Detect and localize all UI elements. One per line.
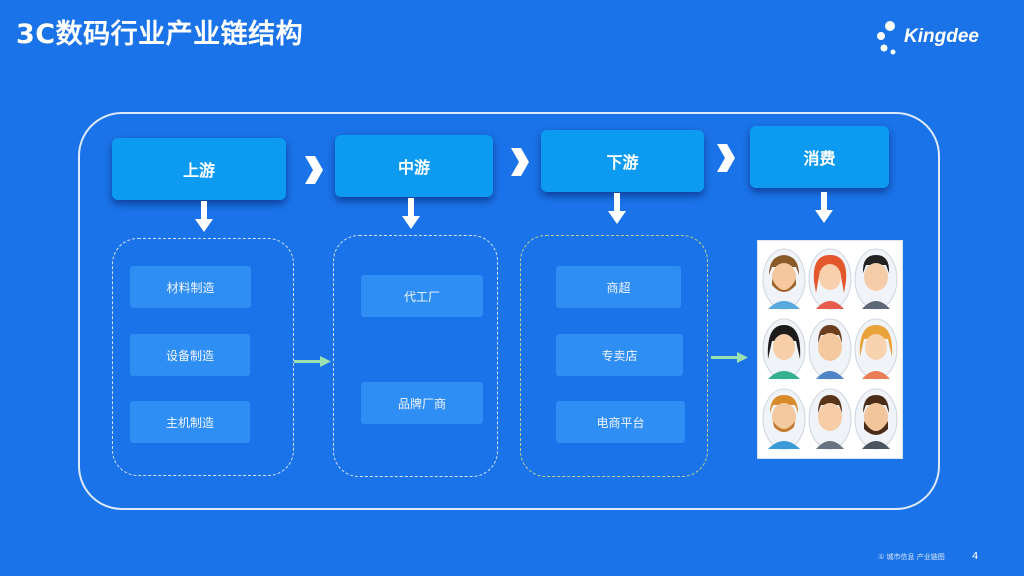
avatar-icon [808, 318, 852, 380]
downstream-item: 电商平台 [556, 401, 685, 443]
chevron-right-icon [511, 148, 529, 176]
stage-downstream: 下游 [541, 130, 704, 192]
upstream-item: 设备制造 [130, 334, 250, 376]
consumer-avatars-grid [757, 240, 903, 459]
avatar-icon [762, 248, 806, 310]
arrow-right-icon [294, 356, 331, 367]
arrow-down-icon [608, 193, 626, 224]
avatar-icon [808, 388, 852, 450]
chain-frame [78, 112, 940, 510]
downstream-item: 商超 [556, 266, 681, 308]
page-number: 4 [972, 551, 979, 562]
stage-midstream: 中游 [335, 135, 493, 197]
chevron-right-icon [717, 144, 735, 172]
kingdee-dots-icon [877, 21, 896, 55]
avatar-icon [854, 388, 898, 450]
upstream-group [112, 238, 294, 476]
avatar-icon [854, 318, 898, 380]
avatar-icon [762, 388, 806, 450]
arrow-down-icon [815, 192, 833, 223]
stage-upstream: 上游 [112, 138, 286, 200]
kingdee-logo: Kingdee [874, 18, 1004, 58]
avatar-icon [808, 248, 852, 310]
midstream-item: 代工厂 [361, 275, 483, 317]
logo-text: Kingdee [904, 26, 979, 47]
avatar-icon [854, 248, 898, 310]
upstream-item: 主机制造 [130, 401, 250, 443]
midstream-item: 品牌厂商 [361, 382, 483, 424]
midstream-group [333, 235, 498, 477]
arrow-right-icon [711, 352, 748, 363]
footer-note: ① 城市信息 产业链图 [878, 553, 945, 561]
stage-consumption: 消费 [750, 126, 889, 188]
upstream-item: 材料制造 [130, 266, 251, 308]
downstream-item: 专卖店 [556, 334, 683, 376]
chevron-right-icon [305, 156, 323, 184]
page-title: 3C数码行业产业链结构 [16, 19, 304, 50]
downstream-group [520, 235, 708, 477]
avatar-icon [762, 318, 806, 380]
arrow-down-icon [402, 198, 420, 229]
arrow-down-icon [195, 201, 213, 232]
